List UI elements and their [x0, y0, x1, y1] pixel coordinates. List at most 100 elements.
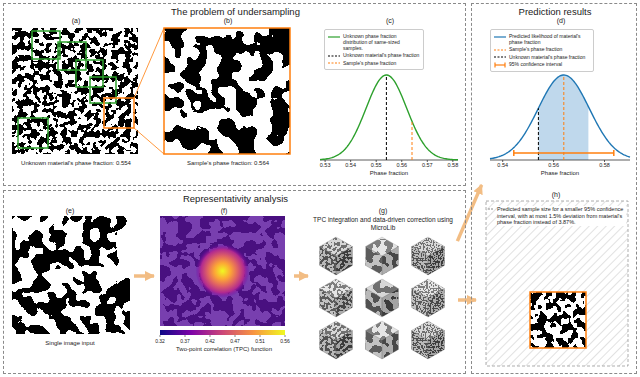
caption: Predicted sample size for a smaller 95% …: [497, 206, 626, 226]
cube-face: [428, 331, 444, 360]
legend-text: 95% confidence interval: [509, 61, 562, 67]
cube-texture: [320, 289, 336, 318]
sample-fraction-line: [563, 75, 564, 160]
caption: TPC integration and data-driven correcti…: [313, 216, 453, 232]
microstructure-cube: [412, 321, 445, 359]
tick-mark: [235, 335, 236, 337]
sample-window: [32, 31, 60, 59]
subfigure-label: (f): [155, 207, 293, 215]
microstructure-cube: [412, 279, 445, 317]
cube-face: [320, 289, 336, 318]
tpc-peak: [196, 244, 250, 298]
sample-border: [164, 28, 290, 154]
zoom-line: [134, 28, 164, 98]
x-axis: [320, 160, 458, 161]
legend-text: Unknown material's phase fraction: [509, 54, 585, 60]
selected-sample: [104, 98, 134, 128]
cube-face: [336, 247, 352, 276]
microstructure-cube: [320, 321, 353, 359]
subfigure-label: (g): [309, 207, 457, 215]
legend-sample-line: [328, 36, 340, 37]
legend-sample-line: [494, 56, 506, 57]
legend-sample-cap: [494, 62, 495, 67]
material-fraction-line: [538, 108, 539, 160]
cube-texture: [428, 331, 444, 360]
sample-fraction-line: [412, 121, 413, 160]
tick-mark: [325, 160, 326, 162]
tick-mark: [553, 160, 554, 162]
legend-text: Sample's phase fraction: [343, 60, 396, 66]
confidence-bar: [514, 152, 614, 154]
cube-face: [382, 289, 398, 318]
microstructure-cube: [320, 279, 353, 317]
legend-row: Unknown material's phase fraction: [328, 52, 420, 59]
legend-sample: [494, 34, 506, 40]
cube-texture: [320, 331, 336, 360]
input-image: [12, 216, 130, 334]
tick-mark: [285, 335, 286, 337]
cube-texture: [366, 247, 382, 276]
subfigure: (h) Predicted sample size for a smaller 9…: [477, 190, 635, 372]
sample-windows: [18, 31, 116, 148]
tick-mark: [502, 160, 503, 162]
microstructure-cube: [412, 237, 445, 275]
cube-face: [412, 247, 428, 276]
legend-sample: [494, 47, 506, 53]
likelihood-area: [538, 75, 588, 160]
axis-label: Phase fraction: [525, 170, 595, 177]
sample-window: [58, 42, 86, 70]
tick-label: 0.56: [519, 162, 589, 169]
tick-mark: [350, 160, 351, 162]
cube-texture: [412, 247, 428, 276]
panel-title: Representativity analysis: [4, 193, 467, 204]
likelihood-curve: [490, 75, 630, 159]
cube-face: [366, 247, 382, 276]
legend-sample-line: [494, 36, 506, 37]
flow-arrow: [294, 274, 308, 278]
cube-texture: [336, 247, 352, 276]
legend-line-sample: [488, 209, 494, 210]
caption: Two-point correlation (TPC) function: [155, 346, 293, 353]
sample-window: [90, 77, 116, 103]
colorbar-tick-label: 0.56: [250, 338, 320, 344]
tick-mark: [185, 335, 186, 337]
cube-texture: [428, 289, 444, 318]
tick-mark: [427, 160, 428, 162]
legend-row: Predicted likelihood of material's phase…: [494, 33, 590, 45]
cube-face: [336, 331, 352, 360]
tick-label: 0.54: [468, 162, 538, 169]
cube-texture: [412, 331, 428, 360]
tick-mark: [260, 335, 261, 337]
flow-arrow: [458, 298, 476, 302]
cube-texture: [382, 247, 398, 276]
legend-sample-line: [328, 55, 340, 56]
panel-title: Prediction results: [472, 6, 638, 17]
legend-sample-line: [495, 64, 505, 65]
subfigure-label: (d): [491, 17, 631, 25]
axis-label: Phase fraction: [354, 170, 424, 177]
legend-box: Predicted likelihood of material's phase…: [490, 29, 594, 72]
legend-text: Sample's phase fraction: [509, 46, 562, 52]
cube-texture: [366, 289, 382, 318]
sample-window: [18, 118, 48, 148]
charts: [160, 75, 630, 337]
cube-texture: [382, 331, 398, 360]
flow-arrow: [457, 185, 481, 241]
subfigure-label: (h): [477, 191, 635, 199]
colorbar: [160, 330, 285, 335]
tick-mark: [160, 335, 161, 337]
subfigure-label: (a): [7, 17, 145, 25]
cube-face: [412, 289, 428, 318]
cube-texture: [336, 289, 352, 318]
predicted-sample-image: [530, 292, 586, 348]
caption: Sample's phase fraction: 0.564: [155, 160, 301, 167]
legend-sample: [494, 54, 506, 60]
microlib-cubes: [320, 237, 445, 359]
legend-box: Unknown phase fraction distribution of s…: [324, 29, 424, 70]
legend-row: 95% confidence interval: [494, 61, 590, 68]
legend-sample-line: [328, 62, 340, 63]
tick-mark: [604, 160, 605, 162]
cube-texture: [382, 289, 398, 318]
subfigure: (f) Two-point correlation (TPC) function: [155, 206, 293, 361]
cube-face: [382, 331, 398, 360]
